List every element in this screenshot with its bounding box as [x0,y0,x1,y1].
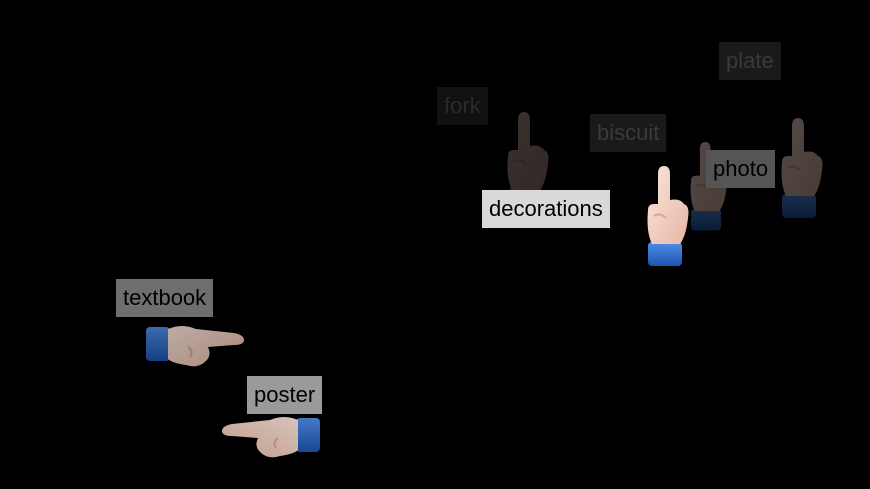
label-biscuit: biscuit [590,114,667,152]
pointing-up-hand-icon [780,118,824,219]
pointing-left-hand-icon [221,416,320,459]
label-poster: poster [247,376,323,414]
label-decorations: decorations [482,190,610,228]
label-fork: fork [437,87,488,125]
pointing-right-hand-icon [146,325,245,368]
label-textbook: textbook [116,279,214,317]
pointing-up-hand-icon [646,166,690,267]
label-photo: photo [706,150,776,188]
label-plate: plate [719,42,781,80]
